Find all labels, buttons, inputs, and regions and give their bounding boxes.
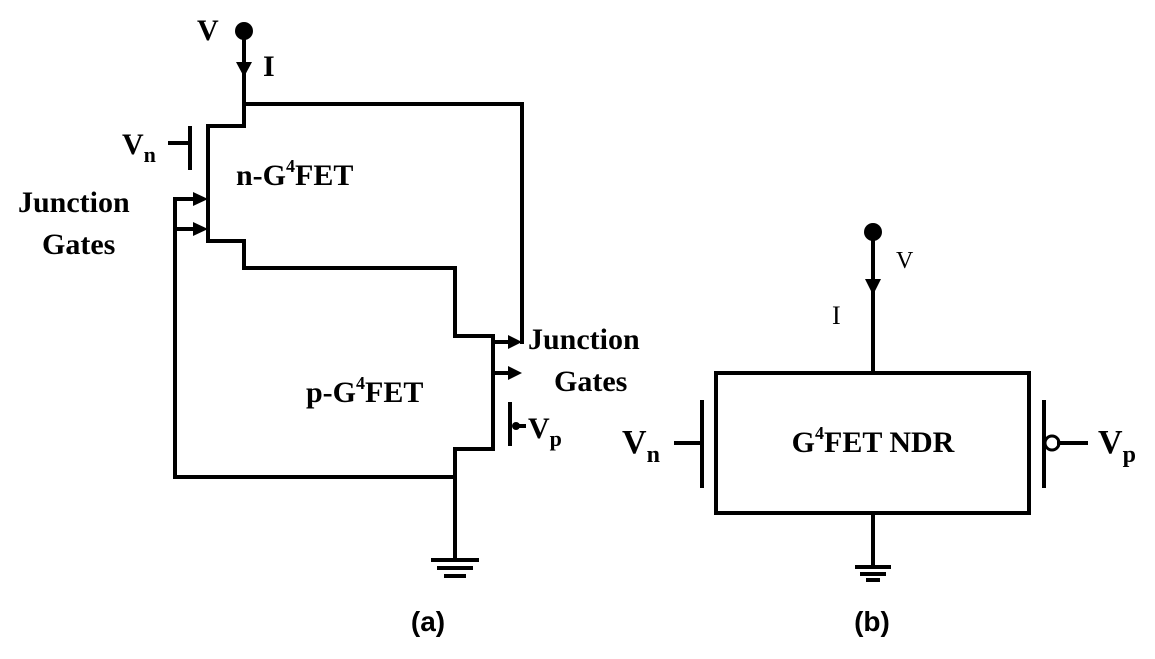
p-fet-label: p-G4FET	[306, 373, 423, 409]
supply-label-b: V	[896, 248, 914, 274]
caption-a: (a)	[411, 606, 445, 637]
panel-a: V I Vn n-G4FET Ju	[18, 14, 640, 637]
vn-label-b: Vn	[622, 424, 660, 468]
left-junction-label-line1: Junction	[18, 186, 130, 219]
left-junction-label-line2: Gates	[42, 228, 115, 261]
vp-label-b: Vp	[1098, 424, 1136, 468]
ground-symbol-b	[855, 565, 891, 582]
n-fet-drain-wire	[206, 102, 246, 128]
vp-label-a: Vp	[528, 412, 562, 451]
right-junction-label-line1: Junction	[528, 323, 640, 356]
right-junction-gate-arrow-1	[508, 335, 522, 349]
n-fet-source-wire	[206, 239, 495, 338]
p-fet-source-wire	[453, 447, 495, 560]
current-label-b: I	[832, 301, 841, 330]
left-junction-gate-arrow-1	[193, 192, 208, 206]
n-fet-label: n-G4FET	[236, 156, 353, 192]
top-rail-wire	[242, 102, 524, 344]
vp-gate-bubble-b	[1043, 434, 1061, 452]
vn-label-a: Vn	[122, 128, 156, 167]
left-junction-gate-arrow-2	[193, 222, 208, 236]
left-junction-loop-wire	[173, 197, 457, 479]
panel-b: V I G4FET NDR Vn Vp (b)	[622, 223, 1136, 637]
right-junction-label-line2: Gates	[554, 365, 627, 398]
right-junction-gate-arrow-2	[508, 366, 522, 380]
current-arrow-a	[236, 62, 252, 77]
caption-b: (b)	[854, 606, 890, 637]
supply-label-a: V	[197, 14, 219, 47]
ground-symbol-a	[431, 558, 479, 578]
g4fet-ndr-label: G4FET NDR	[792, 423, 955, 459]
current-label-a: I	[263, 50, 275, 83]
current-arrow-b	[865, 279, 881, 295]
